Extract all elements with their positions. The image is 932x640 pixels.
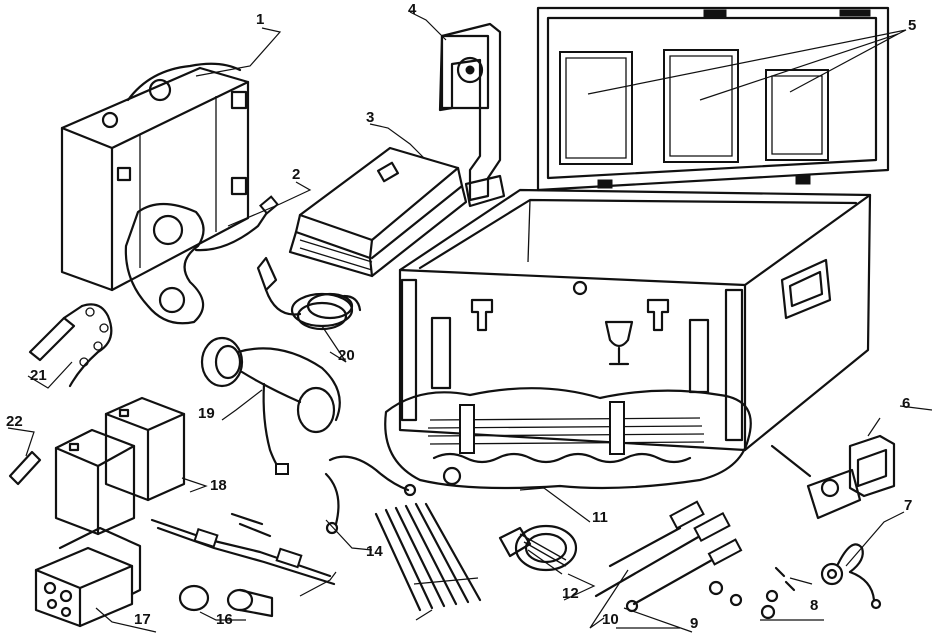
callout-6: 6 bbox=[902, 395, 911, 412]
callout-11: 11 bbox=[592, 509, 608, 526]
callout-14: 14 bbox=[366, 543, 383, 560]
screws bbox=[708, 566, 796, 620]
clamp-connector bbox=[820, 543, 882, 610]
callout-7: 7 bbox=[904, 497, 913, 514]
radio-unit bbox=[60, 62, 250, 292]
probe bbox=[8, 450, 42, 486]
callout-9: 9 bbox=[690, 615, 699, 632]
cable-bundle bbox=[427, 401, 705, 486]
lid-pocket-right bbox=[765, 69, 829, 161]
callout-2: 2 bbox=[292, 166, 301, 183]
callout-5: 5 bbox=[908, 17, 917, 34]
cable-assembly bbox=[150, 455, 417, 586]
lid-pocket-left bbox=[559, 51, 633, 165]
callout-8: 8 bbox=[810, 597, 819, 614]
callout-4: 4 bbox=[408, 1, 417, 18]
wire-spool bbox=[498, 524, 578, 575]
callout-20: 20 bbox=[338, 347, 355, 364]
transport-case bbox=[384, 6, 890, 490]
headset bbox=[200, 336, 341, 475]
terminal-block bbox=[34, 526, 142, 628]
batteries bbox=[54, 396, 186, 536]
callout-3: 3 bbox=[366, 109, 375, 126]
aerial-clamp bbox=[770, 434, 896, 520]
coupling bbox=[178, 584, 274, 618]
callout-12: 12 bbox=[562, 585, 579, 602]
callout-16: 16 bbox=[216, 611, 233, 628]
manual-booklet bbox=[288, 146, 468, 278]
callout-1: 1 bbox=[256, 11, 265, 28]
connector-chain bbox=[28, 303, 113, 388]
mounting-bracket bbox=[438, 22, 506, 208]
callout-21: 21 bbox=[30, 367, 47, 384]
handset bbox=[124, 195, 279, 325]
leader-lines bbox=[7, 11, 932, 633]
callout-18: 18 bbox=[210, 477, 227, 494]
callout-17: 17 bbox=[134, 611, 151, 628]
lid-pocket-middle bbox=[663, 49, 739, 163]
callout-22: 22 bbox=[6, 413, 23, 430]
callout-19: 19 bbox=[198, 405, 215, 422]
screwdrivers bbox=[594, 500, 743, 613]
rod-bundle bbox=[374, 502, 482, 612]
callout-10: 10 bbox=[602, 611, 619, 628]
